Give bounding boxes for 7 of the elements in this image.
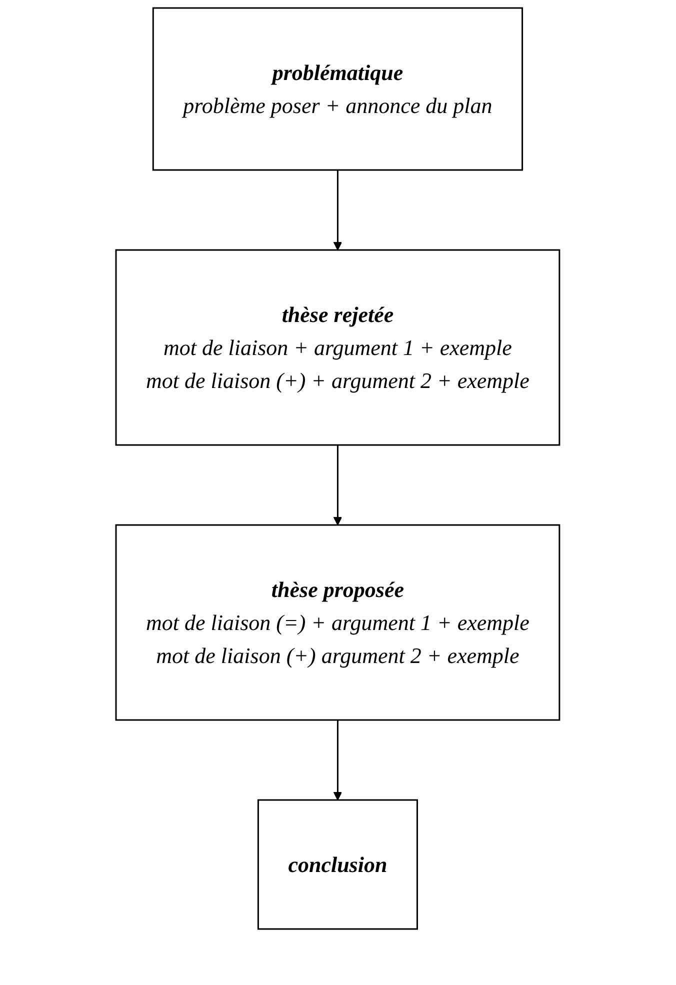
arrow [334,170,342,250]
node-box: conclusion [258,799,418,930]
arrow [334,720,342,800]
node-box: problématique problème poser + annonce du plan [152,7,524,171]
arrow [334,445,342,526]
node-box: thèse rejetée mot de liaison + argument 1 + exemple mot de liaison (+) + argument 2 + exemple [116,249,560,446]
node-box: thèse proposée mot de liaison (=) + argument 1 + exemple mot de liaison (+) argument 2 + exemple [116,524,560,721]
